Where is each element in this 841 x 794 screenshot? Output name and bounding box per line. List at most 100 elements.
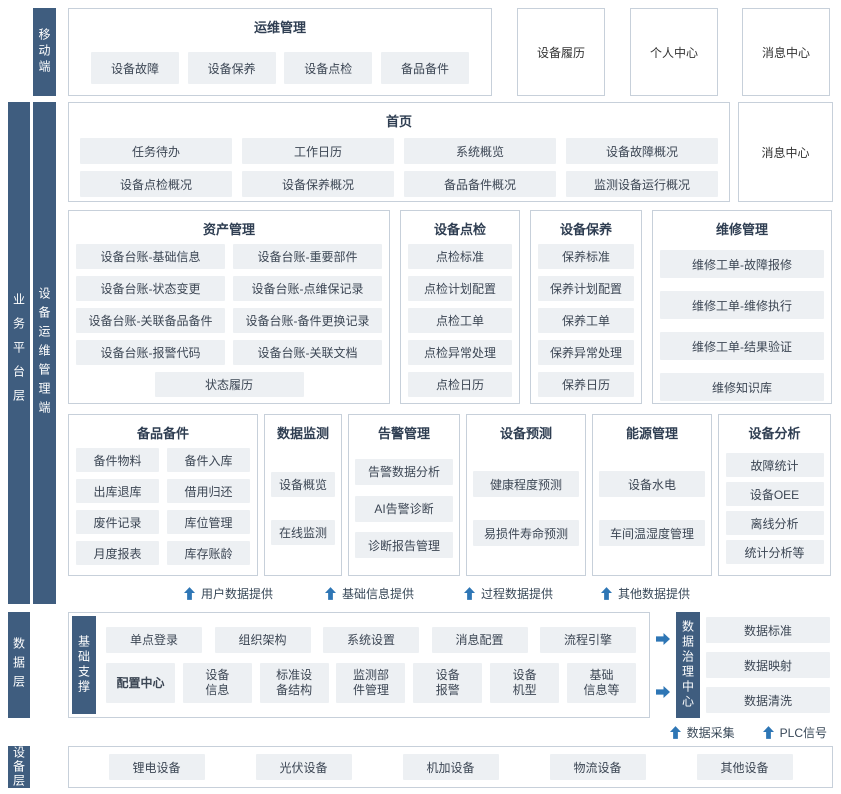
up-arrow-icon [669,725,681,739]
module-item: 设备 机型 [490,663,560,704]
module-item: 维修工单-故障报修 [660,250,824,278]
repair-management-box: 维修管理 维修工单-故障报修 维修工单-维修执行 维修工单-结果验证 维修知识库 [652,210,832,404]
mobile-box-message-center: 消息中心 [742,8,830,96]
module-item: 系统设置 [323,626,419,653]
module-item: 备品备件 [380,52,469,84]
module-item: 其他设备 [696,754,793,780]
module-item: 设备水电 [599,471,705,497]
platform-content: 首页 任务待办 工作日历 系统概览 设备故障概况 设备点检概况 设备保养概况 备… [68,102,833,604]
box-title-spare: 备品备件 [136,426,189,441]
box-title-inspection: 设备点检 [433,222,486,237]
spare-parts-box: 备品备件 备件物料 备件入库 出库退库 借用归还 废件记录 库位管理 月度报表 … [68,414,258,576]
collect-group: 数据采集 [669,724,735,741]
module-item: 设备台账-关联文档 [233,340,382,365]
device-box: 锂电设备 光伏设备 机加设备 物流设备 其他设备 [68,746,833,788]
module-item: 设备点检 [284,52,373,84]
module-item: 设备概览 [271,471,335,497]
flow-group: 其他数据提供 [601,585,690,602]
module-item: 设备台账-关联备品备件 [76,308,225,333]
collect-group: PLC信号 [762,724,827,741]
module-item: 库存账龄 [167,541,250,565]
module-item: 监测设备运行概况 [566,171,718,197]
home-box: 首页 任务待办 工作日历 系统概览 设备故障概况 设备点检概况 设备保养概况 备… [68,102,730,202]
module-item: 设备 报警 [413,663,483,704]
module-item: 保养日历 [538,372,634,397]
module-item: 设备台账-备件更换记录 [233,308,382,333]
box-title-ops: 运维管理 [253,20,306,35]
module-item: 机加设备 [402,754,499,780]
module-item: 数据清洗 [706,687,830,713]
module-item: 在线监测 [271,520,335,546]
box-title-maintenance: 设备保养 [559,222,612,237]
module-item: 状态履历 [154,372,304,397]
box-title-repair: 维修管理 [715,222,768,237]
module-item: 点检标准 [408,244,512,269]
module-item: 备品备件概况 [404,171,556,197]
layer-label-mobile: 移动端 [33,8,56,96]
flow-label: 基础信息提供 [342,586,415,601]
base-support-box: 基础支撑 单点登录 组织架构 系统设置 消息配置 流程引擎 配置中心 设备 信息… [68,612,650,718]
alarm-management-box: 告警管理 告警数据分析 AI告警诊断 诊断报告管理 [348,414,460,576]
module-item: 流程引擎 [540,626,636,653]
module-item: 保养工单 [538,308,634,333]
flow-group: 过程数据提供 [464,585,553,602]
business-platform-section: 业务平台层 设备运维管理端 首页 任务待办 工作日历 系统概览 设备故障概况 设… [8,102,833,604]
module-item: AI告警诊断 [355,495,453,522]
module-item: 设备台账-点维保记录 [233,276,382,301]
module-item: 系统概览 [404,138,556,164]
module-item: 健康程度预测 [473,471,579,497]
data-layer-section: 数据层 基础支撑 单点登录 组织架构 系统设置 消息配置 流程引擎 配置中心 设… [8,612,833,718]
module-item: 维修知识库 [660,373,824,401]
module-item: 设备保养 [187,52,276,84]
module-item: 废件记录 [76,510,159,534]
module-item: 借用归还 [167,479,250,503]
module-item: 车间温湿度管理 [599,520,705,546]
module-item: 点检异常处理 [408,340,512,365]
module-item: 任务待办 [80,138,232,164]
home-items: 任务待办 工作日历 系统概览 设备故障概况 设备点检概况 设备保养概况 备品备件… [69,138,729,197]
flow-group: 基础信息提供 [325,585,414,602]
collect-label: PLC信号 [779,725,827,740]
home-row: 首页 任务待办 工作日历 系统概览 设备故障概况 设备点检概况 设备保养概况 备… [68,102,833,202]
box-title-asset: 资产管理 [202,222,255,237]
module-item: 设备台账-状态变更 [76,276,225,301]
module-item: 保养异常处理 [538,340,634,365]
asset-row: 资产管理 设备台账-基础信息 设备台账-重要部件 设备台账-状态变更 设备台账-… [68,210,833,404]
module-item: 数据映射 [706,652,830,678]
flow-row: 用户数据提供 基础信息提供 过程数据提供 其他数据提供 [68,582,833,604]
repair-items: 维修工单-故障报修 维修工单-维修执行 维修工单-结果验证 维修知识库 [653,250,831,403]
data-top-row: 单点登录 组织架构 系统设置 消息配置 流程引擎 [106,626,636,653]
module-item: 基础 信息等 [566,663,636,704]
module-item: 数据标准 [706,617,830,643]
layer-label-device: 设备层 [8,746,30,788]
module-item: 库位管理 [167,510,250,534]
box-title-analysis: 设备分析 [748,426,801,441]
inspection-items: 点检标准 点检计划配置 点检工单 点检异常处理 点检日历 [401,244,519,403]
module-item: 设备台账-报警代码 [76,340,225,365]
module-item: 锂电设备 [108,754,205,780]
spare-items: 备件物料 备件入库 出库退库 借用归还 废件记录 库位管理 月度报表 库存账龄 [69,448,257,565]
message-center-box: 消息中心 [738,102,833,202]
governance-items: 数据标准 数据映射 数据清洗 [706,612,830,718]
module-item: 点检计划配置 [408,276,512,301]
module-item: 设备故障概况 [566,138,718,164]
box-title-monitoring: 数据监测 [276,426,329,441]
module-item: 备件物料 [76,448,159,472]
module-item: 配置中心 [106,663,175,704]
collect-label: 数据采集 [686,725,735,740]
right-arrow-icon [656,632,670,645]
module-item: 设备台账-基础信息 [76,244,225,269]
monitoring-items: 设备概览 在线监测 [265,448,341,575]
alarm-items: 告警数据分析 AI告警诊断 诊断报告管理 [349,448,459,575]
box-title-alarm: 告警管理 [377,426,430,441]
module-item: 易损件寿命预测 [473,520,579,546]
module-item: 诊断报告管理 [355,532,453,559]
module-item: 维修工单-维修执行 [660,291,824,319]
module-item: 物流设备 [549,754,646,780]
right-arrow-icon [656,685,670,698]
layer-label-business-platform: 业务平台层 [8,102,30,604]
analysis-box: 设备分析 故障统计 设备OEE 离线分析 统计分析等 [718,414,831,576]
module-item: 工作日历 [242,138,394,164]
module-item: 点检工单 [408,308,512,333]
